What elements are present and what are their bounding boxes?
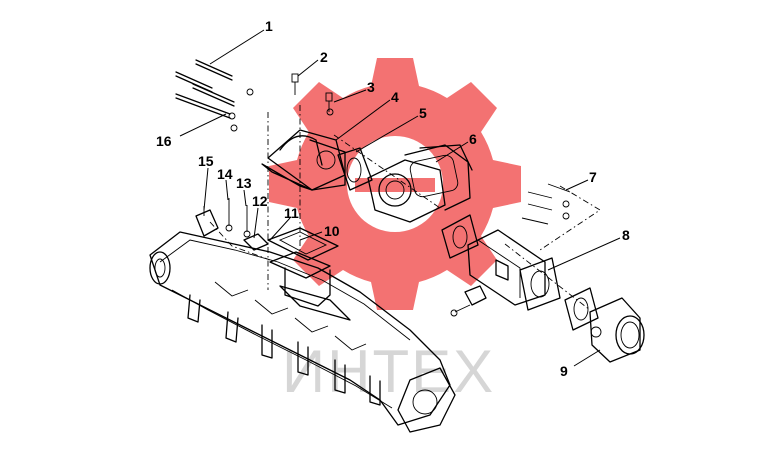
callout-6: 6 (469, 131, 477, 147)
alignment-lines (209, 105, 601, 311)
long-bolts-1 (175, 59, 235, 119)
elbow-pipe (261, 129, 346, 191)
adapter-pipe (467, 229, 561, 311)
short-bolt-2 (291, 73, 299, 95)
callout-8: 8 (622, 227, 630, 243)
bolt-14 (225, 198, 233, 232)
callout-4: 4 (391, 89, 399, 105)
gasket-5 (337, 147, 373, 191)
callout-11: 11 (284, 205, 299, 221)
bolt-3 (325, 92, 333, 112)
outlet-pipe (589, 297, 645, 363)
gasket-plate-10 (267, 227, 339, 261)
callout-2: 2 (320, 49, 328, 65)
callout-9: 9 (560, 363, 568, 379)
callout-5: 5 (419, 105, 427, 121)
gear-bar (355, 178, 435, 192)
leader-lines (179, 29, 621, 367)
bolt-13 (243, 205, 251, 238)
callout-3: 3 (367, 79, 375, 95)
callout-15: 15 (198, 153, 214, 169)
callout-16: 16 (156, 133, 172, 149)
callout-13: 13 (236, 175, 252, 191)
sensor-15 (195, 206, 219, 237)
washers (228, 88, 334, 132)
watermark-text: ИНТЕХ (282, 338, 495, 405)
callout-7: 7 (589, 169, 597, 185)
gasket-outlet (564, 287, 599, 331)
callout-14: 14 (217, 166, 233, 182)
gasket-mid (441, 214, 479, 259)
callout-12: 12 (252, 193, 268, 209)
small-valve (450, 285, 487, 317)
studs-7 (521, 183, 571, 225)
exhaust-manifold (149, 231, 456, 433)
callout-1: 1 (265, 18, 273, 34)
callout-labels: 1 2 3 4 5 6 7 8 9 10 11 12 13 14 15 16 (156, 18, 630, 379)
callout-10: 10 (324, 223, 340, 239)
exhaust-brake-valve (367, 144, 473, 223)
